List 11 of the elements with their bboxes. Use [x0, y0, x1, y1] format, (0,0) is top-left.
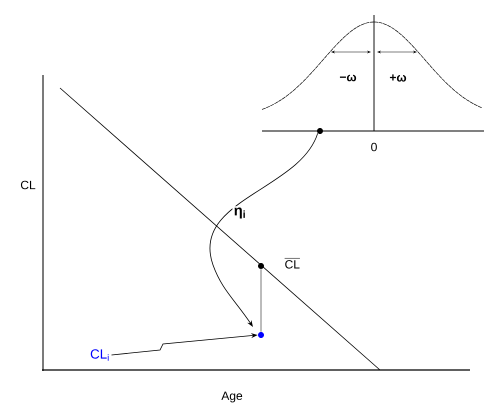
- edge-label: η$_{i}$: [234, 208, 245, 218]
- data-point: [258, 263, 264, 269]
- axis-label: Age: [221, 392, 242, 402]
- tick-label: 0: [371, 142, 377, 152]
- point-label: CL$_{i}$: [90, 349, 109, 361]
- axis-label: CL: [20, 180, 36, 190]
- point-label: $\overline{\mathrm{CL}}$: [284, 258, 300, 269]
- data-point: [258, 332, 264, 338]
- data-point: [317, 128, 323, 134]
- dimension-label: +ω: [390, 74, 406, 82]
- dimension-label: −ω: [340, 74, 356, 82]
